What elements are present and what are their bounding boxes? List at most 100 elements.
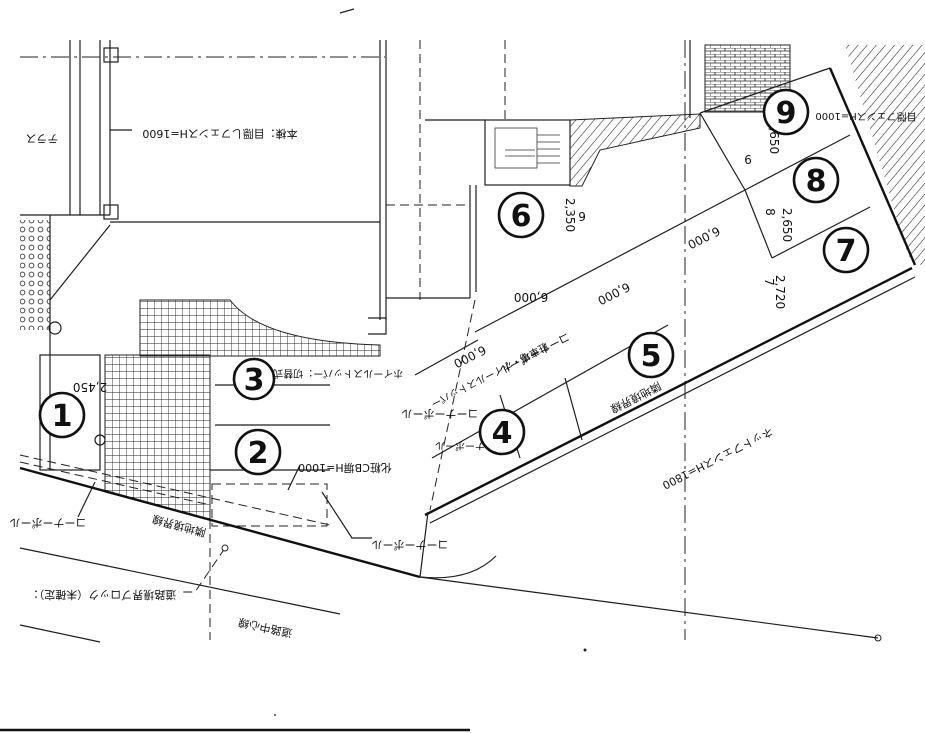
dashed-line [19, 454, 331, 526]
space-divider [771, 206, 871, 259]
dimension-text: 6,000 [451, 343, 488, 371]
space-tag: 6 [578, 209, 586, 223]
column [103, 47, 119, 63]
gravel-area [20, 220, 50, 330]
space-number: 4 [492, 416, 513, 451]
parking-band [414, 67, 917, 579]
space-marker-3: 3 [232, 357, 276, 401]
stair-inner [494, 127, 538, 169]
space-number: 8 [806, 164, 827, 199]
label-cb-wall: 化粧CB塀H=1000 [298, 461, 392, 475]
space-circle [762, 88, 810, 136]
space-circle [627, 331, 675, 379]
site-boundary-line [19, 466, 421, 579]
stair-steps [505, 134, 560, 164]
textured-areas [20, 40, 925, 521]
dot-mark [583, 648, 587, 652]
leader-line [287, 464, 301, 491]
label-corner-pole: コーナーポール [497, 330, 572, 377]
boundary-diagonal [828, 67, 917, 266]
dot-mark [274, 714, 276, 716]
space-number: 2 [248, 436, 269, 471]
road-boundary-line [419, 576, 879, 639]
space-marker-7: 7 [822, 226, 870, 274]
space-number: 5 [641, 339, 662, 374]
space-circle [232, 357, 276, 401]
dimension-text: 2,650 [780, 208, 794, 242]
marker-circle [48, 321, 62, 335]
space-marker-1: 1 [38, 391, 86, 439]
label-corner-pole: コーナーポール [372, 538, 449, 551]
space-marker-8: 8 [792, 156, 840, 204]
space-circle [38, 391, 86, 439]
dimension-text: 2,450 [73, 380, 107, 394]
grid-paving-curve [139, 299, 381, 357]
lot-edge [429, 299, 476, 511]
stair [484, 119, 571, 186]
space-marker-5: 5 [627, 331, 675, 379]
space-marker-2: 2 [234, 428, 282, 476]
marker-circle [221, 544, 229, 552]
fence-line-inner [429, 276, 916, 524]
space-tag: 9 [744, 152, 752, 166]
pen-mark [339, 8, 355, 14]
hatched-wall [569, 113, 701, 187]
leader-line [321, 491, 372, 539]
road-edge-line [19, 547, 341, 615]
lot-line [49, 224, 111, 301]
space-circle [822, 226, 870, 274]
space-circle [478, 408, 526, 456]
parking-line [699, 67, 831, 114]
dimension-text: 6,000 [685, 224, 722, 252]
label-road-boundary: 道路境界ブロック（未確定）： [28, 588, 177, 602]
dimension-text: 6,000 [514, 290, 548, 304]
space-number: 1 [52, 399, 73, 434]
dimension-text: 6,000 [595, 280, 632, 308]
dimension-text: 2,720 [773, 275, 787, 309]
space-number: 3 [244, 363, 265, 398]
space-circle [234, 428, 282, 476]
hatched-neighbor-area [845, 45, 925, 268]
space-marker-4: 4 [478, 408, 526, 456]
fence-line [424, 266, 913, 517]
dimension-text: 2,350 [563, 198, 577, 232]
space-edge [699, 112, 746, 191]
column [103, 204, 119, 220]
marker-circle [94, 434, 106, 446]
space-edge [744, 189, 773, 259]
reference-lines [20, 40, 686, 640]
space-number: 9 [776, 96, 797, 131]
space-divider [744, 134, 851, 191]
space-circle [792, 156, 840, 204]
end-marker [874, 634, 882, 642]
parking-line [414, 339, 479, 376]
space-numbers: 1 2 3 4 5 6 7 8 [38, 88, 870, 476]
label-fence-main: 本棟：目隠しフェンスH=1600 [142, 127, 297, 141]
parking-line [474, 189, 746, 333]
building-walls [20, 40, 485, 335]
dashed-line [19, 461, 211, 506]
space-marker-9: 9 [762, 88, 810, 136]
ramp-box [211, 483, 328, 527]
label-net-fence: ネットフェンスH=1800 [660, 425, 775, 492]
space-divider [564, 377, 583, 441]
label-road-center: 道路中心線 [237, 615, 294, 640]
label-terrace: テラス [26, 132, 59, 145]
lot-corner [419, 511, 497, 579]
road-edge-line [19, 624, 101, 643]
parking-line [431, 324, 669, 459]
brick-area [704, 44, 791, 113]
road-boundaries [19, 466, 882, 643]
label-wheel-stopper: ホイールストッパー：切替式 W=100 [233, 367, 404, 380]
stair-box [484, 119, 571, 186]
space-tag: 7 [762, 278, 776, 286]
leader-line [178, 547, 226, 593]
label-corner-pole: コーナーポール [402, 407, 479, 420]
space-tag: 8 [763, 208, 777, 216]
scan-marks [0, 8, 587, 732]
space-marker-6: 6 [497, 191, 545, 239]
space-circle [497, 191, 545, 239]
space-number: 7 [836, 234, 857, 269]
wall-notch [368, 317, 387, 335]
label-fence-top-right: 目隠フェンスH=1000 [815, 110, 916, 122]
